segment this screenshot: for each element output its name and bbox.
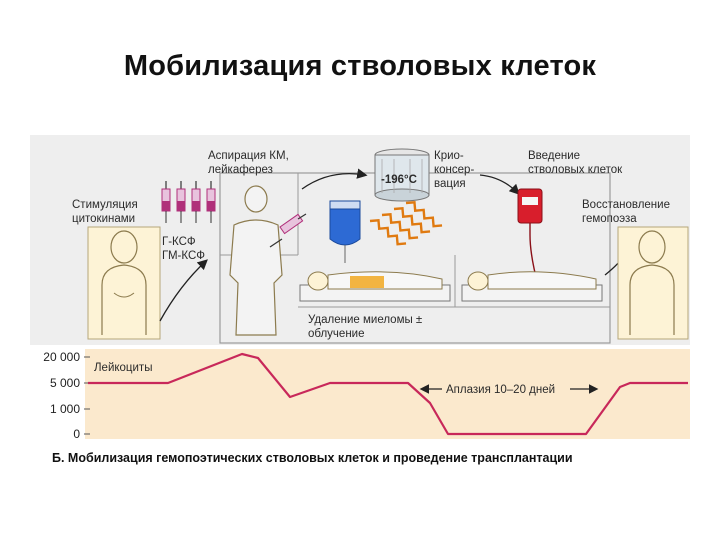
label-aspiration-line-1: Аспирация КМ,	[208, 150, 289, 162]
label-cryo-line-1: Крио-	[434, 150, 464, 162]
slide-title: Мобилизация стволовых клеток	[123, 50, 597, 82]
patient-after-figure	[617, 226, 689, 340]
syringe-icon	[191, 181, 201, 223]
syringe-icon	[161, 181, 171, 223]
patient-before-figure	[87, 226, 161, 340]
label-stimulation-line-2: цитокинами	[72, 213, 135, 225]
liquid-nitrogen-dewar-icon	[374, 148, 430, 202]
label-removal-line-1: Удаление миеломы ±	[308, 314, 422, 326]
y-tick-0: 0	[73, 427, 80, 441]
label-drug-gcsf: Г-КСФ	[162, 236, 196, 248]
leukocyte-curve	[88, 352, 688, 436]
cytokine-syringes	[161, 181, 216, 223]
syringe-icon	[176, 181, 186, 223]
iv-drip-icon	[329, 200, 361, 263]
arrow-to-aspiration	[159, 259, 208, 322]
syringe-icon	[269, 213, 307, 248]
figure-caption: Б. Мобилизация гемопоэтических стволовых…	[52, 451, 573, 465]
label-stimulation-line-1: Стимуляция	[72, 199, 138, 211]
patient-in-bed-treatment	[299, 271, 451, 302]
label-cryo-line-2: консер-	[434, 164, 474, 176]
arrow-to-cryo	[301, 168, 368, 190]
radiation-wave-icon	[369, 200, 443, 246]
aplasia-annotation: Аплазия 10–20 дней	[446, 384, 555, 396]
label-infusion-line-1: Введение	[528, 150, 580, 162]
arrow-to-infusion	[479, 174, 520, 195]
series-label-leukocytes: Лейкоциты	[94, 362, 152, 374]
y-tick-5000: 5 000	[50, 376, 80, 390]
label-drug-gmcsf: ГМ-КСФ	[162, 250, 205, 262]
syringe-icon	[206, 181, 216, 223]
y-tick-1000: 1 000	[50, 402, 80, 416]
label-aspiration-line-2: лейкаферез	[208, 164, 273, 176]
label-restoration-line-1: Восстановление	[582, 199, 670, 211]
label-removal-line-2: облучение	[308, 328, 364, 340]
label-infusion-line-2: стволовых клеток	[528, 164, 623, 176]
label-temperature: -196°C	[381, 174, 417, 186]
label-cryo-line-3: вация	[434, 178, 466, 190]
donor-standing-figure	[229, 185, 283, 336]
patient-in-bed-infusion	[461, 271, 603, 302]
leukocyte-graph-area	[85, 349, 690, 439]
transplant-diagram: Стимуляция цитокинами Г-КСФ ГМ-К	[30, 135, 690, 470]
y-tick-20000: 20 000	[43, 350, 80, 364]
label-restoration-line-2: гемопоэза	[582, 213, 637, 225]
